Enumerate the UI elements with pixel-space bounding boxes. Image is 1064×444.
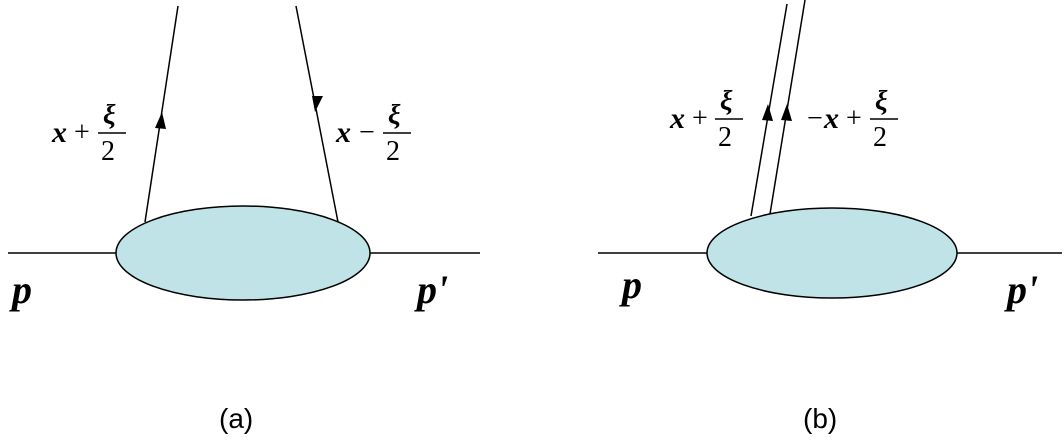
panel-b: x + ξ 2 − x + ξ 2 p p' (b): [598, 0, 1062, 434]
arrow-up-icon: [762, 104, 773, 121]
label-var: x: [51, 116, 67, 149]
incoming-momentum-label: p: [619, 262, 642, 307]
arrow-up-icon: [155, 112, 166, 129]
label-left-momentum: x + ξ 2: [669, 86, 743, 153]
label-den: 2: [101, 136, 115, 167]
label-xi: ξ: [103, 100, 116, 131]
label-right-momentum: x − ξ 2: [335, 100, 411, 167]
label-den: 2: [873, 122, 887, 153]
label-left-momentum: x + ξ 2: [51, 100, 126, 167]
panel-caption: (b): [803, 403, 837, 434]
outgoing-momentum-label: p': [1004, 267, 1038, 312]
label-den: 2: [718, 122, 732, 153]
panel-a: x + ξ 2 x − ξ 2 p p' (a): [8, 5, 480, 434]
label-den: 2: [386, 136, 400, 167]
hadron-blob: [706, 207, 958, 299]
outgoing-momentum-label: p': [414, 267, 448, 312]
arrow-down-icon: [312, 96, 323, 112]
panel-caption: (a): [219, 403, 253, 434]
label-op: +: [692, 103, 708, 134]
label-xi: ξ: [388, 100, 401, 131]
label-var: x: [823, 102, 839, 135]
returning-quark-line: [295, 5, 339, 223]
label-op: −: [359, 117, 375, 148]
arrow-up-icon: [781, 104, 792, 121]
label-right-momentum: − x + ξ 2: [807, 86, 898, 153]
hadron-blob: [115, 205, 371, 301]
label-op: +: [846, 103, 862, 134]
label-xi: ξ: [875, 86, 888, 117]
label-xi: ξ: [720, 86, 733, 117]
incoming-momentum-label: p: [9, 267, 32, 312]
label-prefix: −: [807, 103, 823, 134]
label-var: x: [669, 102, 685, 135]
label-op: +: [74, 117, 90, 148]
label-var: x: [335, 116, 351, 149]
